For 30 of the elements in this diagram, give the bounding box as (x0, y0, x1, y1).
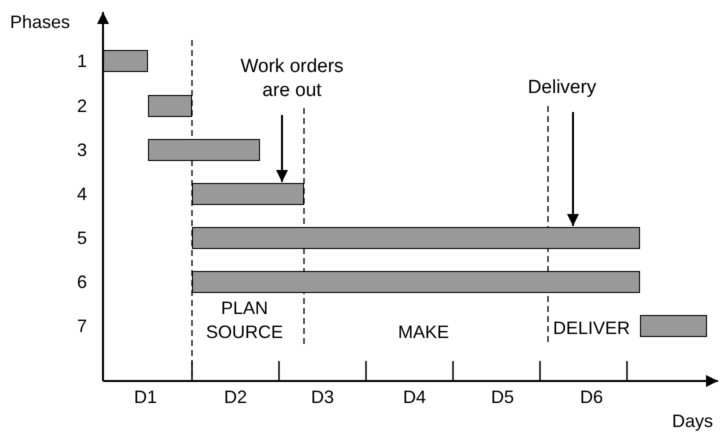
arrow (567, 112, 579, 226)
gantt-bar (192, 183, 304, 205)
annotation-text: Work orders are out (232, 55, 352, 103)
tick-label: D5 (491, 387, 514, 407)
gantt-bar (192, 271, 640, 293)
tick-label: 4 (77, 184, 88, 204)
gantt-bar (148, 95, 192, 117)
tick-label: 5 (77, 228, 88, 248)
gantt-bar (640, 315, 707, 337)
tick-label: D6 (580, 387, 604, 407)
annotation-text: Delivery (512, 76, 612, 100)
phase-label: SOURCE (206, 322, 284, 342)
gantt-bar (148, 139, 260, 161)
tick-label: D3 (311, 387, 334, 407)
tick-label: 2 (77, 96, 88, 116)
phase-label: DELIVER (553, 318, 630, 338)
axis-title: Days (672, 411, 714, 431)
tick-label: D4 (403, 387, 426, 407)
phase-label: MAKE (398, 322, 450, 342)
tick-label: 7 (77, 316, 88, 336)
tick-label: 6 (77, 272, 88, 292)
arrow (276, 115, 288, 182)
tick-label: D1 (134, 387, 158, 407)
gantt-bar (103, 50, 148, 72)
phase-label: PLAN (221, 298, 268, 318)
tick-label: D2 (224, 387, 248, 407)
gantt-bar (192, 227, 640, 249)
tick-label: 1 (77, 51, 88, 71)
tick-label: 3 (77, 140, 88, 160)
axis-title: Phases (10, 12, 70, 32)
